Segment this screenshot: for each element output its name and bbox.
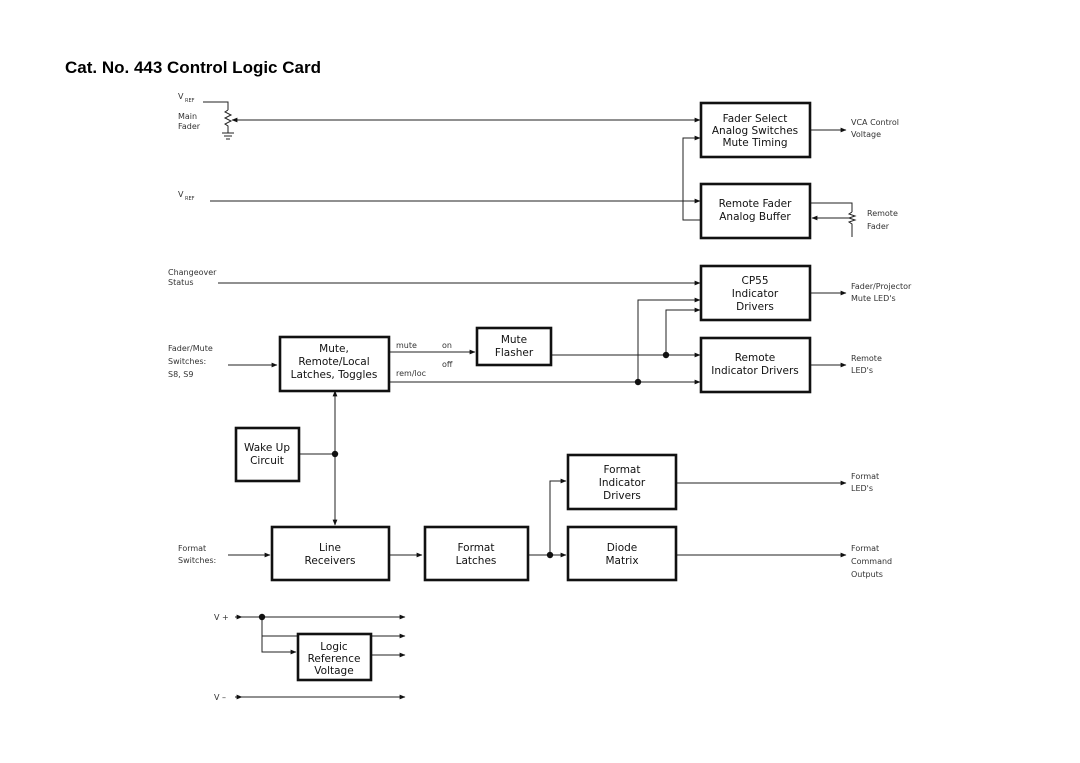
block-logic-reference-voltage: Logic Reference Voltage [296, 632, 373, 682]
block-label: Analog Buffer [719, 211, 791, 223]
block-label: Flasher [495, 347, 534, 359]
vref-label: V [178, 190, 184, 199]
page-title: Cat. No. 443 Control Logic Card [65, 58, 321, 77]
vref-subscript: REF [185, 196, 195, 202]
connection-lines [203, 101, 857, 700]
format-switches-label: Format [178, 544, 206, 553]
block-mute-latches: Mute, Remote/Local Latches, Toggles [278, 335, 391, 393]
v-plus-label: V + [214, 613, 229, 622]
remote-leds-output-label: LED's [851, 366, 873, 375]
block-label: Analog Switches [712, 125, 798, 137]
main-fader-label: Main [178, 112, 197, 121]
remloc-signal-label: rem/loc [396, 369, 426, 378]
block-label: Indicator Drivers [711, 365, 799, 377]
block-label: Remote Fader [719, 198, 792, 210]
block-label: Reference [308, 653, 361, 665]
block-label: Wake Up [244, 442, 290, 454]
block-diode-matrix: Diode Matrix [566, 525, 678, 582]
block-label: Mute, [319, 343, 349, 355]
fader-mute-label: Switches: [168, 357, 206, 366]
block-label: Drivers [736, 301, 774, 313]
block-label: Format [603, 464, 640, 476]
signal-labels: mute on off rem/loc [396, 341, 453, 378]
vref-subscript: REF [185, 98, 195, 104]
format-command-output-label: Command [851, 557, 892, 566]
changeover-label: Status [168, 278, 194, 287]
block-label: Drivers [603, 490, 641, 502]
block-line-receivers: Line Receivers [270, 525, 391, 582]
block-remote-fader-buffer: Remote Fader Analog Buffer [699, 182, 812, 240]
format-command-output-label: Format [851, 544, 879, 553]
block-label: Indicator [732, 288, 779, 300]
block-label: Matrix [605, 555, 638, 567]
remote-fader-output-label: Fader [867, 222, 890, 231]
output-labels: VCA Control Voltage Remote Fader Fader/P… [851, 118, 912, 579]
format-switches-label: Switches: [178, 556, 216, 565]
block-wake-up-circuit: Wake Up Circuit [234, 426, 301, 483]
block-label: Circuit [250, 455, 284, 467]
format-leds-output-label: LED's [851, 484, 873, 493]
block-label: Diode [607, 542, 638, 554]
block-label: Line [319, 542, 341, 554]
block-label: Receivers [305, 555, 356, 567]
block-label: Latches, Toggles [291, 369, 378, 381]
block-label: Logic [320, 641, 348, 653]
block-label: Latches [456, 555, 497, 567]
remote-fader-output-label: Remote [867, 209, 898, 218]
main-fader-label: Fader [178, 122, 201, 131]
format-leds-output-label: Format [851, 472, 879, 481]
block-label: Indicator [599, 477, 646, 489]
fader-mute-label: Fader/Mute [168, 344, 213, 353]
block-format-indicator-drivers: Format Indicator Drivers [566, 453, 678, 511]
input-labels: V REF Main Fader V REF Changeover Status… [168, 92, 229, 702]
block-label: CP55 [741, 275, 768, 287]
block-label: Remote [735, 352, 776, 364]
changeover-label: Changeover [168, 268, 217, 277]
fader-mute-label: S8, S9 [168, 370, 193, 379]
vca-output-label: VCA Control [851, 118, 899, 127]
vref-label: V [178, 92, 184, 101]
block-label: Remote/Local [298, 356, 369, 368]
junction-dots [258, 351, 670, 621]
block-label: Mute Timing [722, 137, 787, 149]
vca-output-label: Voltage [851, 130, 881, 139]
format-command-output-label: Outputs [851, 570, 883, 579]
fader-projector-output-label: Fader/Projector [851, 282, 912, 291]
v-minus-label: V – [214, 693, 226, 702]
on-signal-label: on [442, 341, 452, 350]
off-signal-label: off [442, 360, 453, 369]
block-label: Voltage [314, 665, 353, 677]
remote-leds-output-label: Remote [851, 354, 882, 363]
block-remote-indicator-drivers: Remote Indicator Drivers [699, 336, 812, 394]
block-label: Mute [501, 334, 527, 346]
block-fader-select: Fader Select Analog Switches Mute Timing [699, 101, 812, 159]
block-mute-flasher: Mute Flasher [475, 326, 553, 367]
block-format-latches: Format Latches [423, 525, 530, 582]
fader-projector-output-label: Mute LED's [851, 294, 896, 303]
block-label: Fader Select [723, 113, 788, 125]
block-label: Format [457, 542, 494, 554]
mute-signal-label: mute [396, 341, 417, 350]
block-cp55-indicator-drivers: CP55 Indicator Drivers [699, 264, 812, 322]
